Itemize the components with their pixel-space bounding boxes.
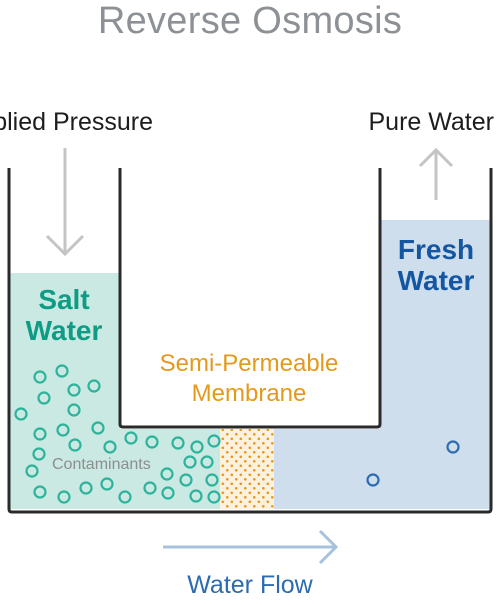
- arrow-down-icon: [45, 148, 85, 257]
- contaminant-particle: [55, 364, 69, 378]
- water-flow-label: Water Flow: [187, 571, 313, 599]
- contaminant-particle: [100, 477, 114, 491]
- contaminant-particle: [87, 379, 101, 393]
- contaminants-label: Contaminants: [52, 456, 151, 473]
- contaminant-particle: [91, 421, 105, 435]
- fresh-water-label: Fresh Water: [380, 234, 492, 296]
- contaminant-particle: [189, 489, 203, 503]
- salt-water-label-line1: Salt: [38, 284, 90, 315]
- pure-water-label: Pure Water: [368, 108, 494, 136]
- contaminant-particle: [118, 490, 132, 504]
- salt-water-label: Salt Water: [8, 284, 120, 346]
- vessel-inner-wall: [118, 168, 382, 429]
- fresh-particle: [446, 440, 460, 454]
- contaminant-particle: [207, 490, 221, 504]
- membrane-label: Semi-Permeable Membrane: [120, 349, 378, 409]
- membrane-dots: [220, 429, 274, 509]
- arrow-right-icon: [163, 529, 339, 565]
- contaminant-particle: [160, 467, 174, 481]
- contaminant-particle: [57, 490, 71, 504]
- contaminant-particle: [143, 481, 157, 495]
- contaminant-particle: [33, 370, 47, 384]
- contaminant-particle: [33, 485, 47, 499]
- contaminant-particles: [14, 364, 221, 504]
- contaminant-particle: [200, 455, 214, 469]
- contaminant-particle: [171, 436, 185, 450]
- salt-water-region: [9, 273, 220, 509]
- contaminant-particle: [67, 403, 81, 417]
- contaminant-particle: [14, 407, 28, 421]
- contaminant-particle: [56, 423, 70, 437]
- fresh-particle: [366, 473, 380, 487]
- fresh-water-label-line1: Fresh: [397, 234, 475, 265]
- fresh-water-region: [274, 220, 491, 509]
- contaminant-particle: [179, 473, 193, 487]
- fresh-particles: [366, 440, 460, 487]
- contaminant-particle: [103, 440, 117, 454]
- contaminant-particle: [207, 434, 221, 448]
- contaminant-particle: [79, 481, 93, 495]
- contaminant-particle: [145, 435, 159, 449]
- arrow-up-icon: [418, 147, 454, 200]
- contaminant-particle: [32, 447, 46, 461]
- contaminant-particle: [33, 427, 47, 441]
- contaminant-particle: [67, 383, 81, 397]
- membrane-label-line2: Membrane: [191, 380, 307, 407]
- membrane-label-line1: Semi-Permeable: [159, 350, 339, 377]
- contaminant-particle: [124, 431, 138, 445]
- diagram-title: Reverse Osmosis: [97, 0, 403, 42]
- contaminant-particle: [161, 486, 175, 500]
- contaminant-particle: [68, 438, 82, 452]
- contaminant-particle: [25, 464, 39, 478]
- fresh-water-label-line2: Water: [397, 265, 475, 296]
- contaminant-particle: [190, 440, 204, 454]
- applied-pressure-label: plied Pressure: [0, 108, 153, 136]
- contaminant-particle: [37, 391, 51, 405]
- contaminant-particle: [183, 455, 197, 469]
- salt-water-label-line2: Water: [25, 315, 103, 346]
- vessel-outer-wall: [7, 168, 493, 514]
- contaminant-particle: [205, 473, 219, 487]
